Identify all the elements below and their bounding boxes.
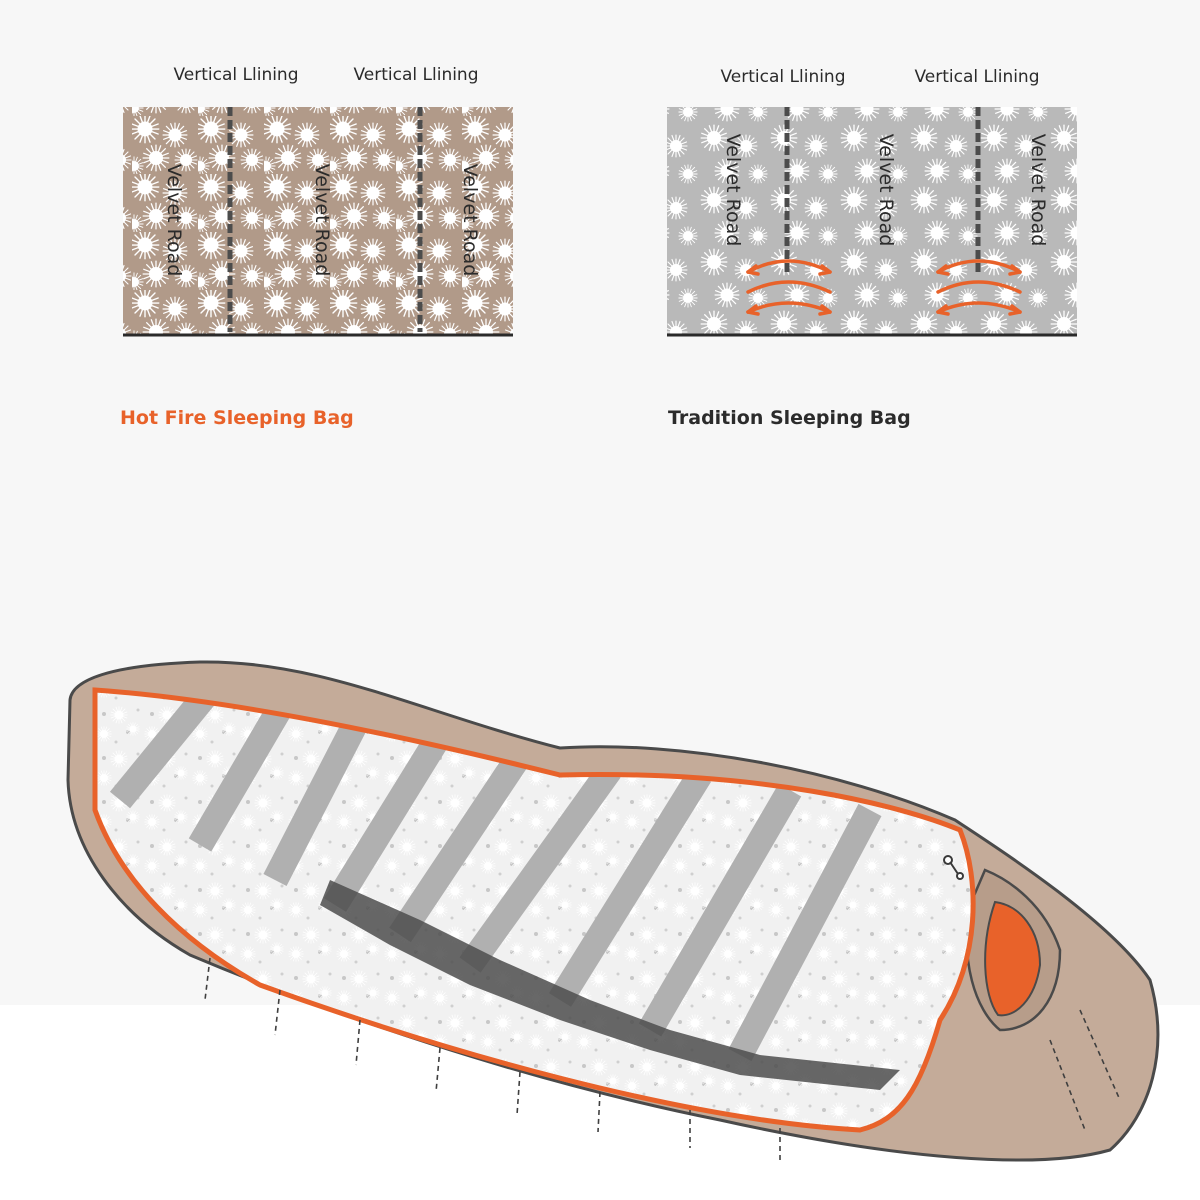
hot-lining-label-1: Vertical Llining bbox=[173, 65, 299, 85]
hot-lining-label-2: Vertical Llining bbox=[353, 65, 479, 85]
zipper-pull-icon bbox=[943, 855, 964, 880]
hot-velvet-road-2: Velvet Road bbox=[311, 163, 333, 277]
trad-velvet-road-3: Velvet Road bbox=[1027, 133, 1049, 247]
trad-lining-label-2: Vertical Llining bbox=[914, 67, 1040, 87]
trad-lining-label-1: Vertical Llining bbox=[720, 67, 846, 87]
traditional-panel bbox=[667, 107, 1077, 337]
hot-fire-panel bbox=[123, 107, 513, 337]
hot-velvet-road-1: Velvet Road bbox=[163, 163, 185, 277]
tradition-caption: Tradition Sleeping Bag bbox=[668, 407, 911, 429]
hot-velvet-road-3: Velvet Road bbox=[459, 163, 481, 277]
hot-fire-caption: Hot Fire Sleeping Bag bbox=[120, 407, 354, 429]
trad-velvet-road-1: Velvet Road bbox=[722, 133, 744, 247]
trad-velvet-road-2: Velvet Road bbox=[875, 133, 897, 247]
sleeping-bag-illustration bbox=[66, 660, 1160, 1162]
heat-flow-arrows-icon bbox=[746, 259, 1022, 316]
